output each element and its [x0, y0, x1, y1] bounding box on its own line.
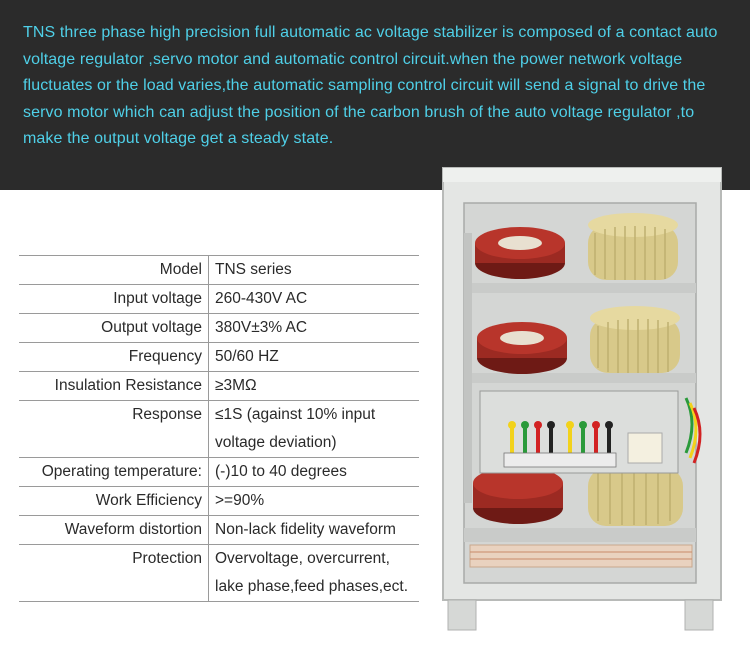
- spec-label: Waveform distortion: [19, 515, 209, 545]
- header-band: TNS three phase high precision full auto…: [0, 0, 750, 190]
- spec-label: Model: [19, 255, 209, 285]
- spec-value: >=90%: [208, 486, 419, 516]
- table-row: Output voltage 380V±3% AC: [19, 313, 419, 343]
- spec-label: Work Efficiency: [19, 486, 209, 516]
- spec-value: ≥3MΩ: [208, 371, 419, 401]
- spec-value: 380V±3% AC: [208, 313, 419, 343]
- spec-label: Insulation Resistance: [19, 371, 209, 401]
- spec-value: (-)10 to 40 degrees: [208, 457, 419, 487]
- spec-label: Response: [19, 400, 209, 458]
- spec-label: Operating temperature:: [19, 457, 209, 487]
- spec-label: Protection: [19, 544, 209, 602]
- spec-value: ≤1S (against 10% input voltage deviation…: [208, 400, 419, 458]
- spec-value: TNS series: [208, 255, 419, 285]
- table-row: Work Efficiency >=90%: [19, 486, 419, 516]
- spec-label: Frequency: [19, 342, 209, 372]
- product-description: TNS three phase high precision full auto…: [23, 24, 718, 147]
- spec-value: Non-lack fidelity waveform: [208, 515, 419, 545]
- stabilizer-cabinet-image: [442, 167, 722, 631]
- spec-value: 50/60 HZ: [208, 342, 419, 372]
- spec-label: Input voltage: [19, 284, 209, 314]
- table-row: Operating temperature:(-)10 to 40 degree…: [19, 457, 419, 487]
- spec-value: Overvoltage, overcurrent, lake phase,fee…: [208, 544, 419, 602]
- table-row: Response ≤1S (against 10% input voltage …: [19, 400, 419, 458]
- table-row: Insulation Resistance≥3MΩ: [19, 371, 419, 401]
- spec-label: Output voltage: [19, 313, 209, 343]
- spec-value: 260-430V AC: [208, 284, 419, 314]
